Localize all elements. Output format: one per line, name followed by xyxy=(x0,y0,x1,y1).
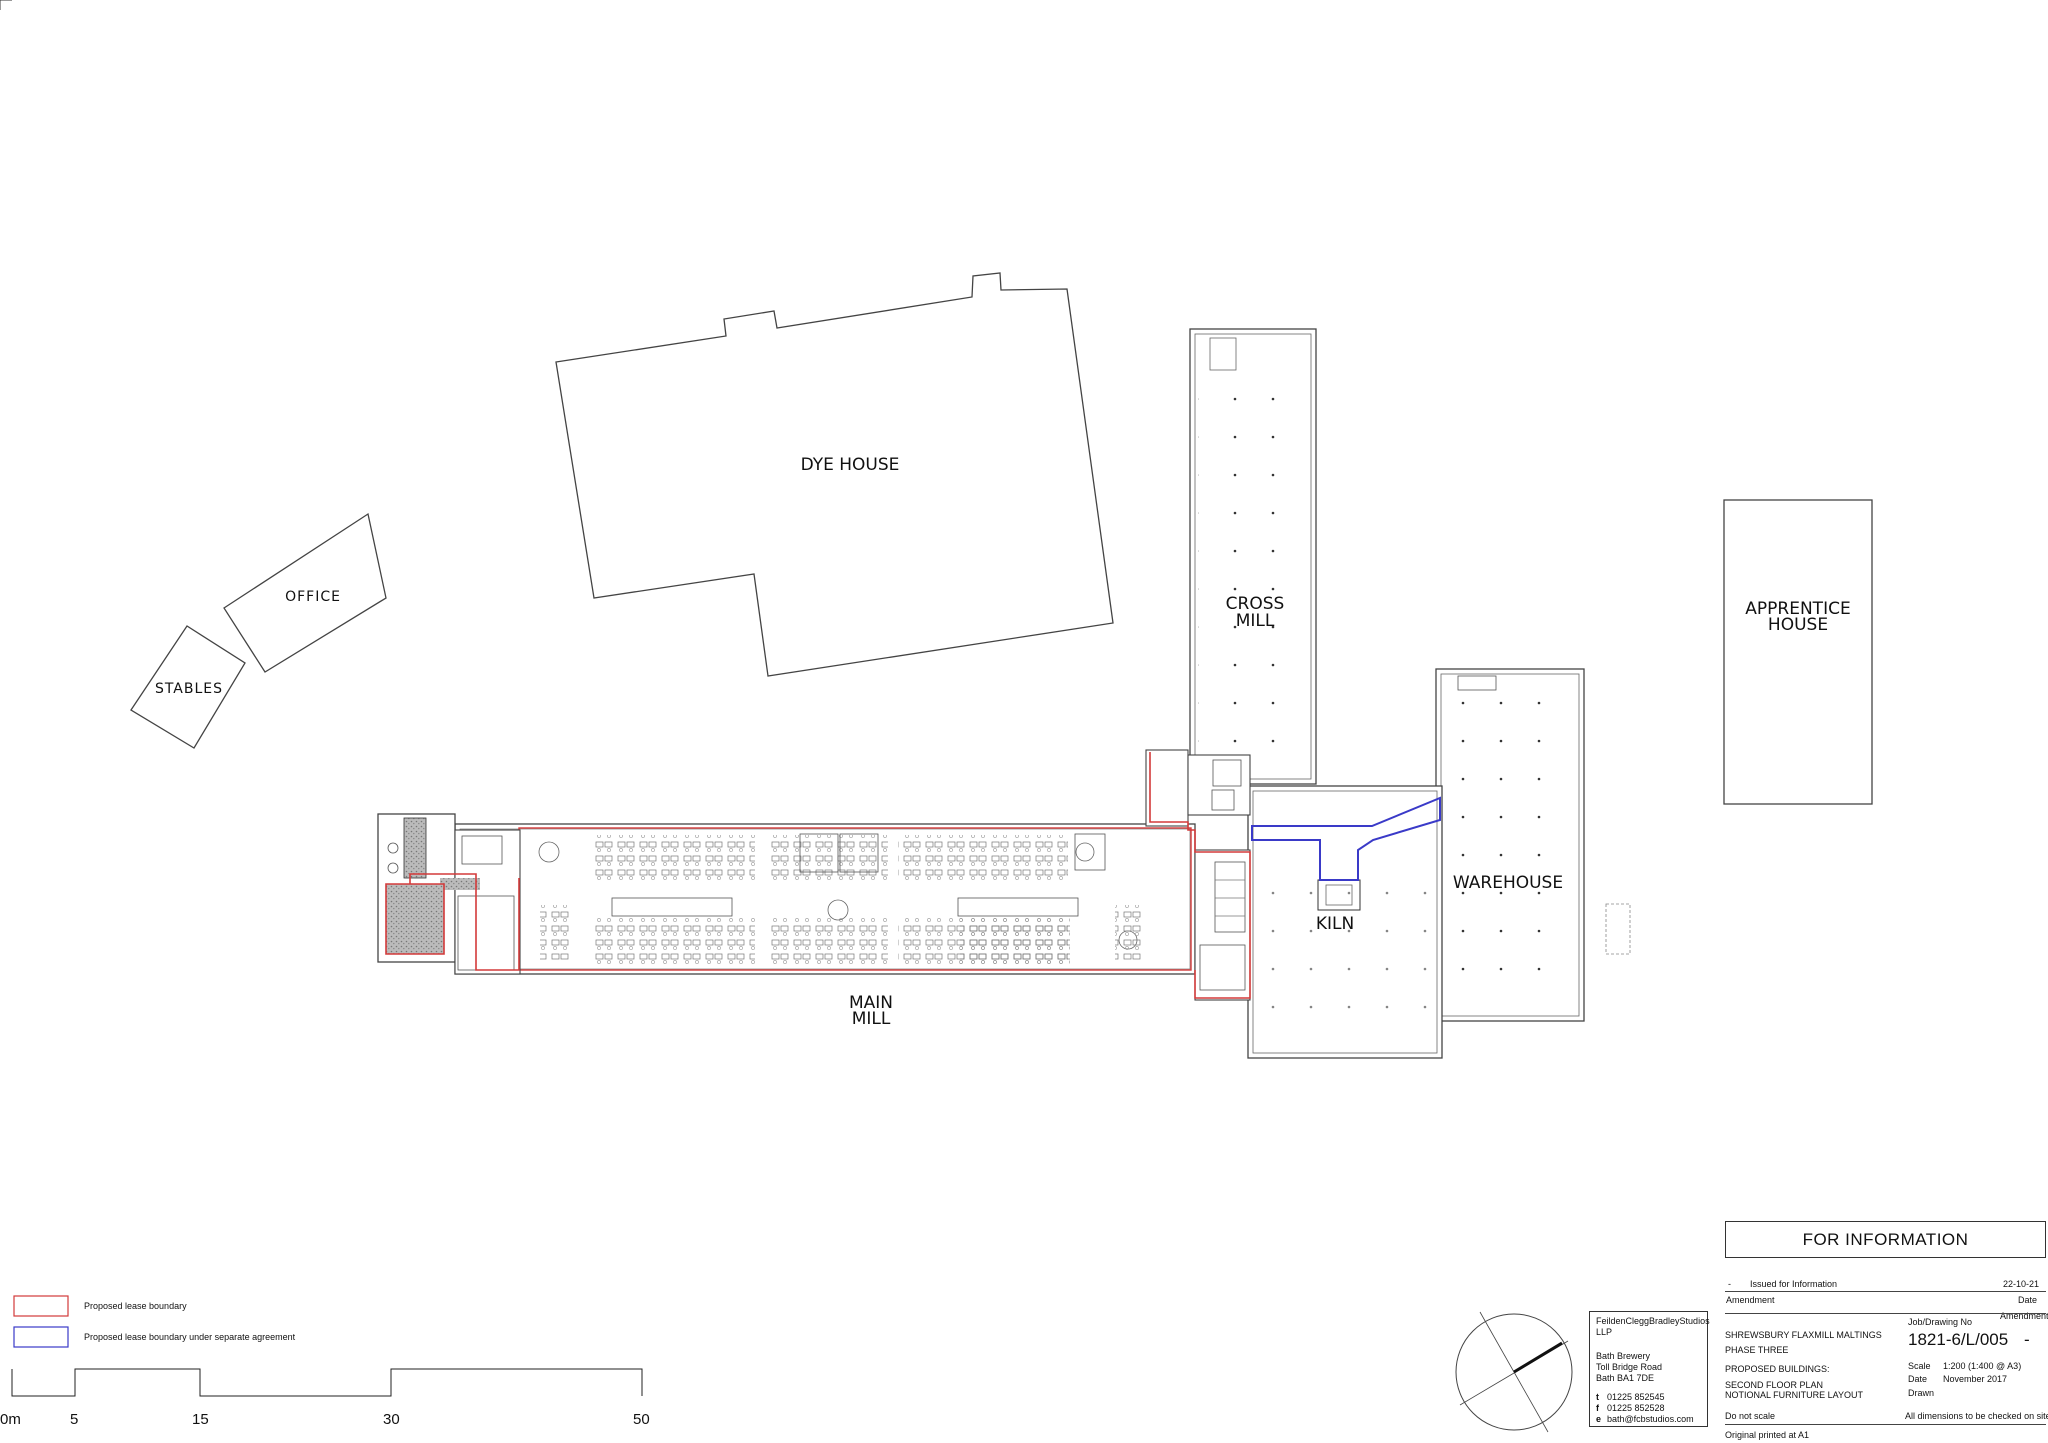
kiln-building xyxy=(1247,785,1443,1059)
project-name: SHREWSBURY FLAXMILL MALTINGS xyxy=(1725,1330,1882,1340)
scale-bar xyxy=(11,1368,643,1397)
job-drawing-label: Job/Drawing No xyxy=(1908,1317,1973,1327)
apprentice-house-building xyxy=(1723,499,1873,805)
drawing-amendment: - xyxy=(2024,1330,2030,1349)
project-phase: PHASE THREE xyxy=(1725,1345,1789,1355)
firm-box xyxy=(1589,1311,1708,1427)
crop-mark xyxy=(0,0,12,10)
main-mill-east-core xyxy=(1145,749,1251,1001)
drawn-label: Drawn xyxy=(1908,1388,1935,1398)
firm-tel-prefix: t xyxy=(1596,1392,1599,1402)
legend-red-swatch xyxy=(13,1295,69,1317)
office-building xyxy=(223,512,387,673)
firm-fax-prefix: f xyxy=(1596,1403,1599,1413)
scale-label: Scale xyxy=(1908,1361,1931,1371)
dye-house-building xyxy=(555,272,1114,677)
stables-building xyxy=(130,625,246,749)
firm-name: FeildenCleggBradleyStudios xyxy=(1596,1316,1710,1326)
north-arrow-icon xyxy=(1455,1311,1573,1433)
date-value: November 2017 xyxy=(1943,1374,2008,1384)
drawing-title-2: NOTIONAL FURNITURE LAYOUT xyxy=(1725,1390,1864,1400)
project-subject: PROPOSED BUILDINGS: xyxy=(1725,1364,1830,1374)
legend-blue-label: Proposed lease boundary under separate a… xyxy=(84,1332,296,1342)
label-kiln: KILN xyxy=(1316,914,1354,934)
warehouse-building xyxy=(1435,668,1631,1022)
legend-red-label: Proposed lease boundary xyxy=(84,1301,187,1311)
label-cross-mill-line2: MILL xyxy=(1236,611,1275,631)
firm-suffix: LLP xyxy=(1596,1327,1613,1337)
label-cross-mill-line1: CROSS xyxy=(1226,594,1285,614)
scale-value: 1:200 (1:400 @ A3) xyxy=(1943,1361,2022,1371)
label-warehouse: WAREHOUSE xyxy=(1453,873,1563,893)
label-apprentice-house-line1: APPRENTICE xyxy=(1745,599,1850,619)
scale-label-0: 0m xyxy=(0,1411,21,1428)
scale-label-15: 15 xyxy=(192,1411,209,1428)
firm-tel: 01225 852545 xyxy=(1607,1392,1665,1402)
firm-email: bath@fcbstudios.com xyxy=(1607,1414,1694,1424)
label-main-mill-line1: MAIN xyxy=(849,993,893,1013)
firm-address-2: Toll Bridge Road xyxy=(1596,1362,1663,1372)
firm-fax: 01225 852528 xyxy=(1607,1403,1665,1413)
status-box: FOR INFORMATION xyxy=(1725,1221,2046,1258)
drawing-title-1: SECOND FLOOR PLAN xyxy=(1725,1380,1824,1390)
amendment-header: Amendment xyxy=(1726,1295,1775,1305)
revision-date: 22-10-21 xyxy=(2003,1279,2040,1289)
scale-label-50: 50 xyxy=(633,1411,650,1428)
do-not-scale: Do not scale xyxy=(1725,1411,1776,1421)
label-main-mill-line2: MILL xyxy=(852,1009,891,1029)
footer-divider xyxy=(1725,1424,2046,1425)
label-office: OFFICE xyxy=(285,589,341,605)
firm-email-prefix: e xyxy=(1596,1414,1602,1424)
date-header: Date xyxy=(2018,1295,2038,1305)
status-label: FOR INFORMATION xyxy=(1802,1229,1969,1249)
revision-code: - xyxy=(1728,1279,1731,1289)
scale-label-5: 5 xyxy=(70,1411,79,1428)
date-label: Date xyxy=(1908,1374,1928,1384)
drawing-number: 1821-6/L/005 xyxy=(1908,1330,2009,1349)
firm-address-1: Bath Brewery xyxy=(1596,1351,1651,1361)
revision-divider xyxy=(1725,1291,2046,1292)
dimensions-note: All dimensions to be checked on site xyxy=(1905,1411,2048,1421)
firm-address-3: Bath BA1 7DE xyxy=(1596,1373,1655,1383)
cross-mill-building xyxy=(1189,328,1317,785)
label-stables: STABLES xyxy=(155,681,223,697)
project-divider xyxy=(1725,1313,2046,1314)
blue-lease-boundary xyxy=(1251,796,1441,881)
amendment-label: Amendment xyxy=(2000,1311,2048,1321)
label-apprentice-house-line2: HOUSE xyxy=(1768,615,1828,635)
revision-description: Issued for Information xyxy=(1750,1279,1838,1289)
label-dye-house: DYE HOUSE xyxy=(801,455,900,475)
original-printed: Original printed at A1 xyxy=(1725,1430,1810,1440)
main-mill-building xyxy=(454,823,1196,975)
legend-blue-swatch xyxy=(13,1326,69,1348)
main-mill-west-annex xyxy=(377,813,521,975)
scale-label-30: 30 xyxy=(383,1411,400,1428)
